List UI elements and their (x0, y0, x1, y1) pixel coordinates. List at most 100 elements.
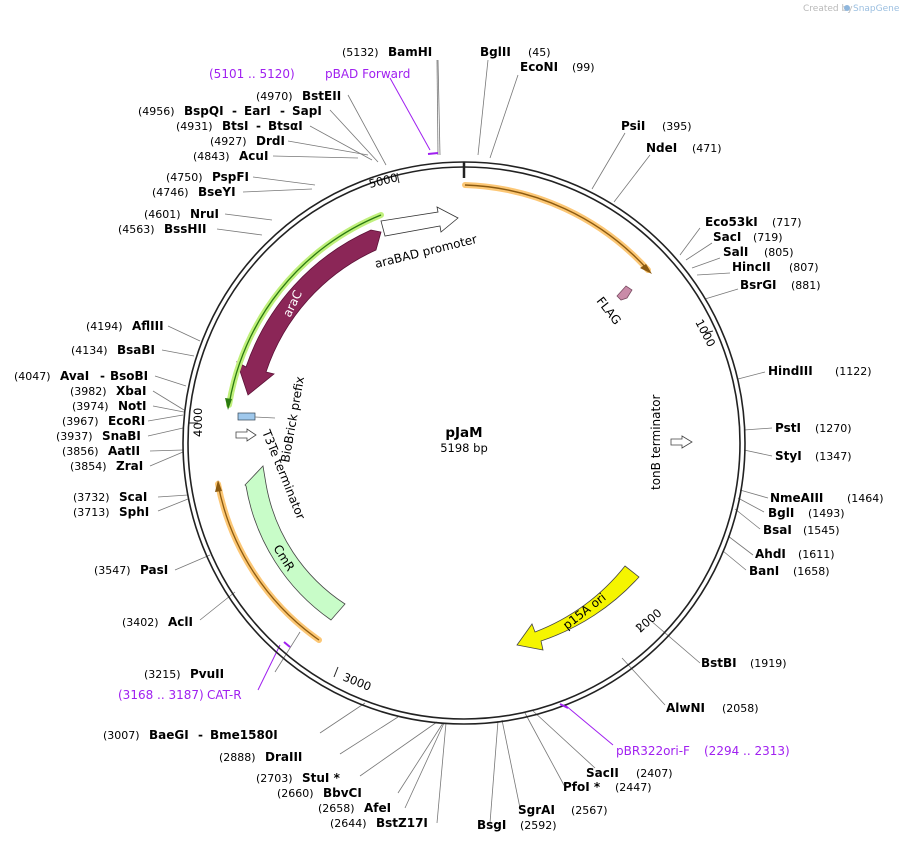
site-label-text: (4194) (86, 320, 123, 333)
site-label-text: Bme1580I (210, 728, 278, 742)
site-label-text: (4750) (166, 171, 203, 184)
site-label-text: BsaBI (117, 343, 155, 357)
site-label-text: (4047) (14, 370, 51, 383)
site-ahdi: AhdI(1611) (755, 547, 835, 561)
site-label-text: (2447) (615, 781, 652, 794)
feature-arac[interactable]: araC (236, 229, 382, 396)
site-label-text: (1545) (803, 524, 840, 537)
feature-arabad-label: araBAD promoter (373, 232, 478, 271)
site-label-text: (4927) (210, 135, 247, 148)
site-label-text: BstZ17I (376, 816, 428, 830)
site-label-text: (1270) (815, 422, 852, 435)
site-label-text: (719) (753, 231, 783, 244)
site-label-text: EcoNI (520, 60, 558, 74)
site-label-text: (1347) (815, 450, 852, 463)
site-alwni: AlwNI(2058) (666, 701, 759, 715)
site-bsgi: BsgI(2592) (477, 818, 557, 832)
site-label-text: (1919) (750, 657, 787, 670)
site-label-text: EarI (244, 104, 271, 118)
site-label-text: (3007) (103, 729, 140, 742)
primer-markers (283, 152, 569, 709)
backbone (182, 161, 746, 725)
feature-p15a-label: p15A ori (560, 590, 608, 632)
site-hindiii: HindIII(1122) (768, 364, 872, 378)
site-label-text: SacII (586, 766, 619, 780)
site-label-text: (3967) (62, 415, 99, 428)
site-label-text: BglII (480, 45, 511, 59)
site-label-text: BstEII (302, 89, 341, 103)
site-label-text: (3215) (144, 668, 181, 681)
site-label-text: AcuI (239, 149, 268, 163)
site-label-text: BglI (768, 506, 794, 520)
site-label-text: BsaI (763, 523, 792, 537)
site-label-text: - (100, 369, 105, 383)
site-label-text: (3937) (56, 430, 93, 443)
site-label-text: NdeI (646, 141, 677, 155)
snapgene-logo-icon (844, 5, 850, 11)
site-eco53ki: Eco53kI(717) (705, 215, 802, 229)
site-label-text: (45) (528, 46, 551, 59)
site-label-text: HincII (732, 260, 771, 274)
site-label-text: (881) (791, 279, 821, 292)
site-acli: (3402)AclI (122, 615, 193, 629)
tick-2000: 2000 (633, 606, 664, 636)
site-label-text: AflIII (132, 319, 164, 333)
site-label-text: (5132) (342, 46, 379, 59)
site-label-text: (805) (764, 246, 794, 259)
snapgene-credit: Created by SnapGene (803, 4, 900, 14)
site-bsteii: (4970)BstEII (256, 89, 341, 103)
feature-biobrick-label: BioBrick prefix (278, 375, 307, 463)
site-bsabi: (4134) BsaBI (71, 343, 155, 357)
site-label-text: (1493) (808, 507, 845, 520)
site-label-text: (3854) (70, 460, 107, 473)
primer-catr-name: CAT-R (207, 688, 242, 702)
primer-pbr322-name: pBR322ori-F (616, 744, 690, 758)
site-label-text: PvuII (190, 667, 224, 681)
primer-pbr322-pos: (2294 .. 2313) (704, 744, 790, 758)
site-bani: BanI(1658) (749, 564, 830, 578)
site-label-text: (4843) (193, 150, 230, 163)
site-label-text: ScaI (119, 490, 147, 504)
site-label-text: (2592) (520, 819, 557, 832)
site-label-text: DraIII (265, 750, 302, 764)
site-label-text: (3732) (73, 491, 110, 504)
site-label-text: - (280, 104, 285, 118)
primer-pbad-pos: (5101 .. 5120) (209, 67, 295, 81)
site-label-text: PfoI * (563, 780, 601, 794)
site-label-text: (4134) (71, 344, 108, 357)
site-aatii: (3856)AatII (62, 444, 140, 458)
site-bsrgi: BsrGI(881) (740, 278, 821, 292)
site-btsi: (4931)BtsI-BtsαI (176, 119, 303, 133)
site-label-text: (2644) (330, 817, 367, 830)
site-label-text: SacI (713, 230, 741, 244)
site-pvuii: (3215) PvuII (144, 667, 224, 681)
feature-arabad-promoter: araBAD promoter (373, 206, 478, 271)
site-label-text: BtsαI (268, 119, 303, 133)
site-leader-lines (147, 59, 773, 824)
site-label-text: HindIII (768, 364, 813, 378)
tick-5000: 5000 (367, 170, 399, 191)
site-label-text: (4746) (152, 186, 189, 199)
tick-4000: 4000 (191, 408, 205, 437)
site-label-text: (3856) (62, 445, 99, 458)
feature-bottom-orange-arc (215, 480, 322, 643)
feature-p15a-ori[interactable]: p15A ori (516, 565, 640, 651)
site-label-text: AvaI (60, 369, 89, 383)
site-label-text: (1464) (847, 492, 884, 505)
site-saci: SacI (719) (713, 230, 783, 244)
site-label-text: (717) (772, 216, 802, 229)
site-label-text: (807) (789, 261, 819, 274)
credit-created-by: Created by (803, 4, 853, 14)
site-nrui: (4601)NruI (144, 207, 219, 221)
site-label-text: (395) (662, 120, 692, 133)
site-label-text: NruI (190, 207, 219, 221)
site-label-text: (2567) (571, 804, 608, 817)
site-label-text: SnaBI (102, 429, 141, 443)
site-label-text: BtsI (222, 119, 249, 133)
site-stui: (2703)StuI * (256, 771, 341, 785)
site-acui: (4843) AcuI (193, 149, 268, 163)
site-psii: PsiI(395) (621, 119, 692, 133)
plasmid-title: pJaM 5198 bp (440, 425, 488, 455)
site-label-text: BaeGI (149, 728, 189, 742)
